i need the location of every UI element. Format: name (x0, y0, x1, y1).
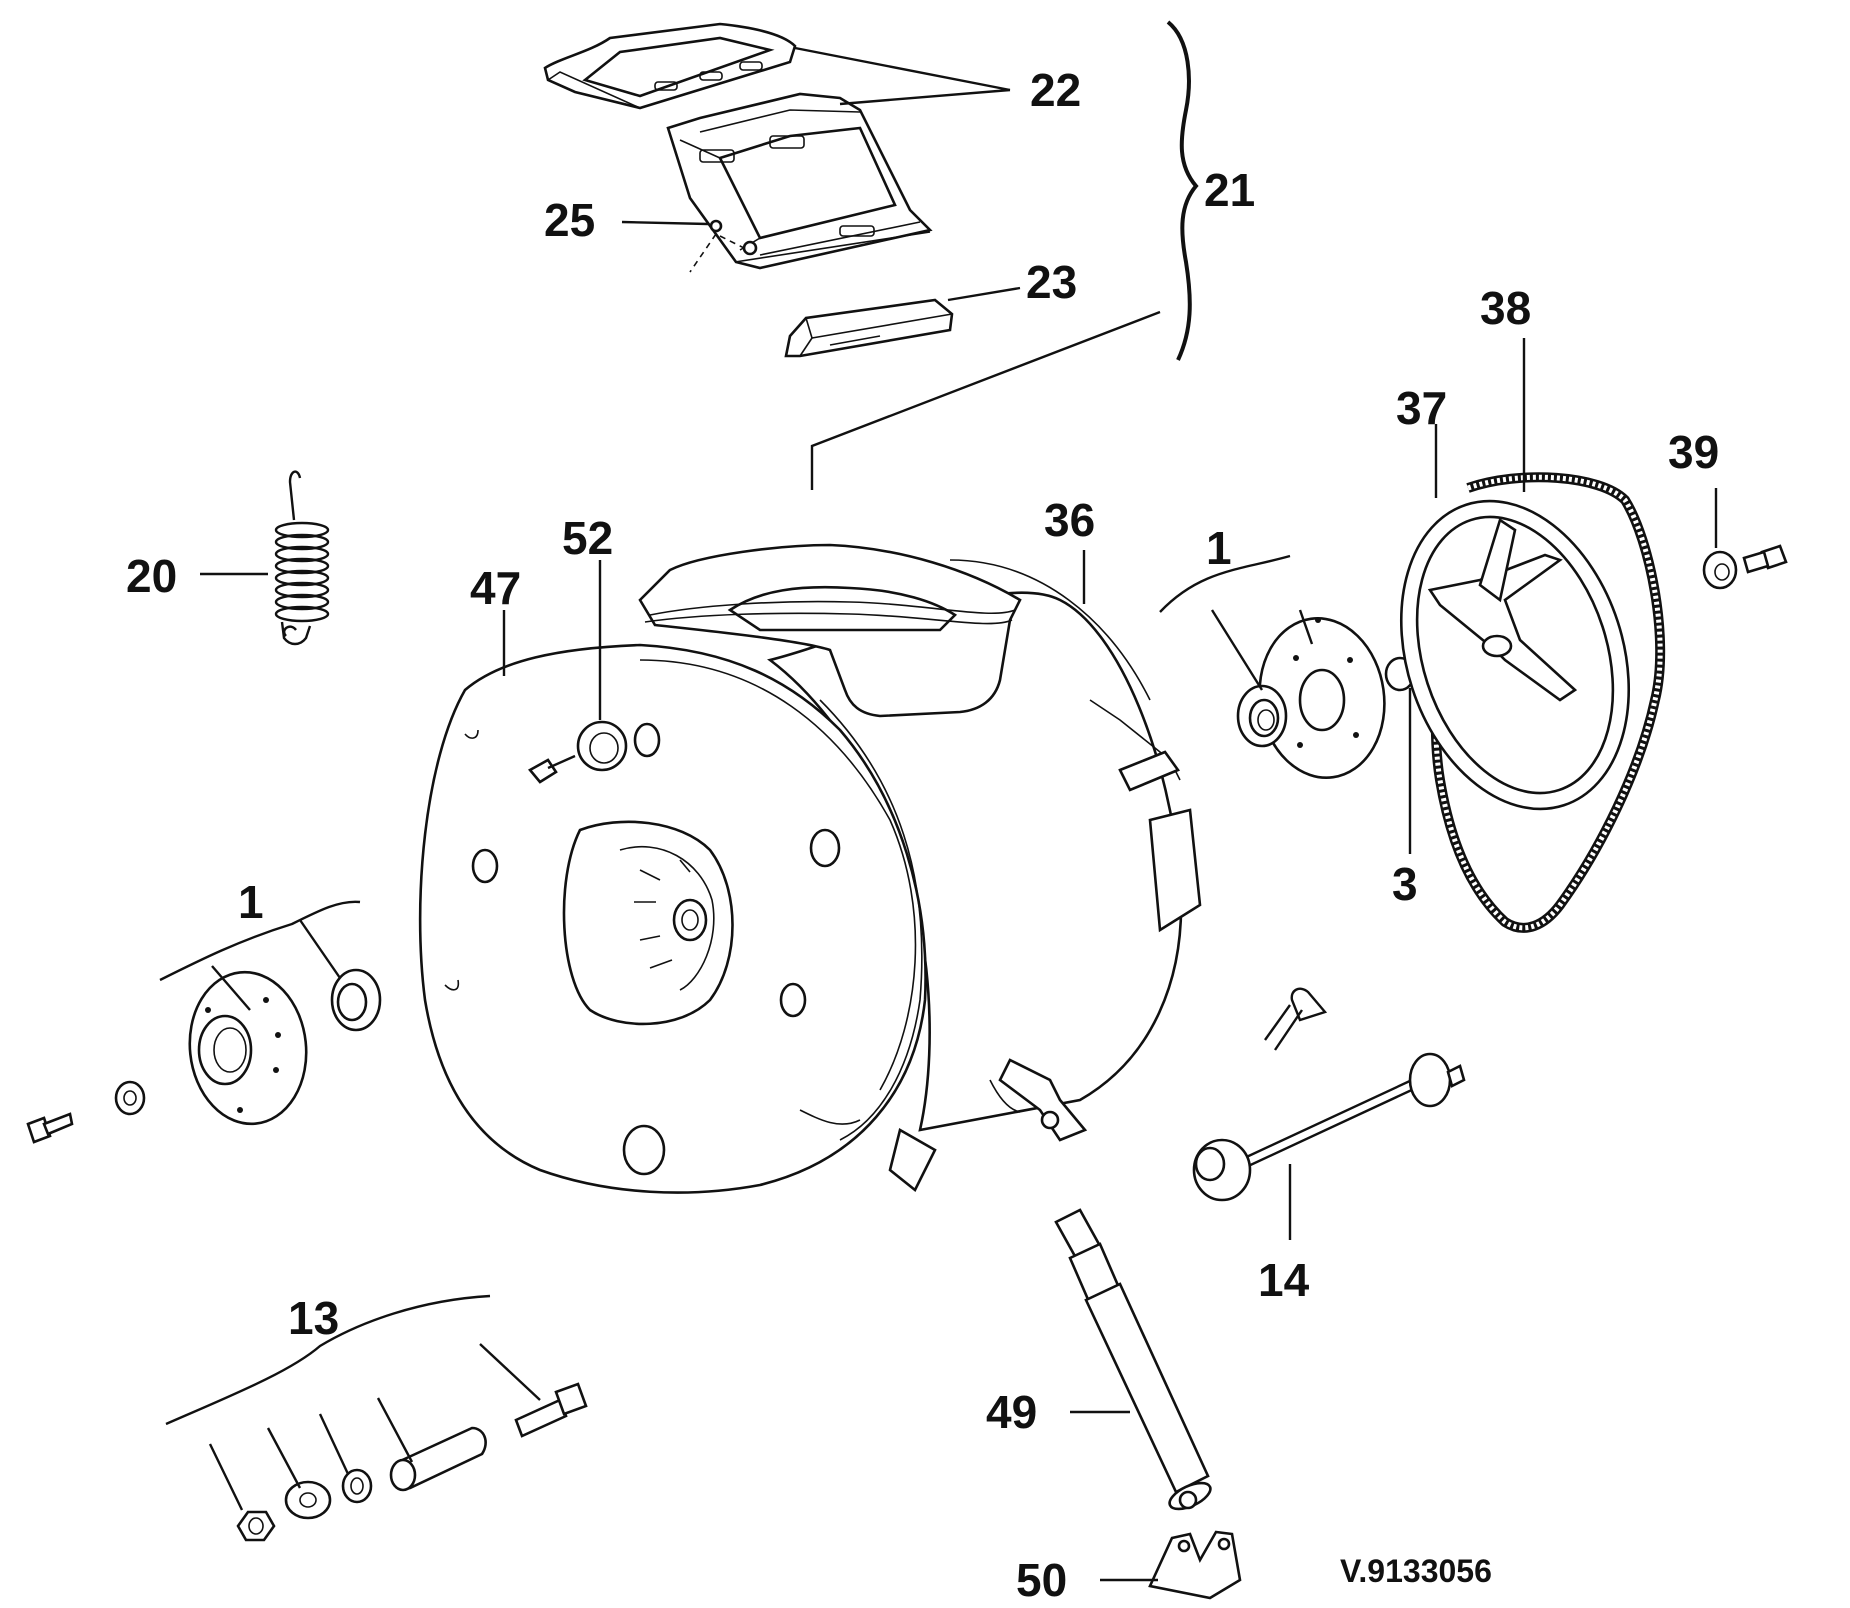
drum-baffle-cover-22-upper (543, 22, 797, 110)
washer-left (114, 1080, 146, 1116)
bearing-flange-left (188, 970, 308, 1126)
drive-pulley-37 (1399, 499, 1631, 811)
callout-52: 52 (562, 512, 613, 564)
seal-ring-52 (576, 720, 628, 772)
callout-22: 22 (1030, 64, 1081, 116)
callout-1-right: 1 (1206, 522, 1232, 574)
callout-25: 25 (544, 194, 595, 246)
bearing-ring-right (1236, 684, 1288, 748)
callout-21: 21 (1204, 164, 1255, 216)
tub-inlet-housing (638, 543, 1022, 718)
callout-14: 14 (1258, 1254, 1310, 1306)
clip-25 (689, 219, 758, 273)
bearing-flange-right (1258, 617, 1386, 779)
callout-20: 20 (126, 550, 177, 602)
callout-37: 37 (1396, 382, 1447, 434)
shock-absorber-49 (1054, 1208, 1212, 1511)
callout-49: 49 (986, 1386, 1037, 1438)
split-pin (1264, 987, 1328, 1051)
callout-23: 23 (1026, 256, 1077, 308)
drive-belt-38 (1430, 472, 1666, 933)
drum-shaft-14 (1192, 1052, 1466, 1202)
callout-36: 36 (1044, 494, 1095, 546)
callout-38: 38 (1480, 282, 1531, 334)
nut-39 (1702, 550, 1738, 590)
callout-47: 47 (470, 562, 521, 614)
leader-lines (159, 46, 1718, 1582)
callout-13: 13 (288, 1292, 339, 1344)
pulley-bolt (1742, 544, 1788, 574)
callout-3: 3 (1392, 858, 1418, 910)
bolt-left (26, 1112, 74, 1144)
wash-tub-47 (418, 559, 1202, 1194)
drawing-reference-code: V.9133056 (1340, 1553, 1492, 1589)
callout-39: 39 (1668, 426, 1719, 478)
baffle-base-23 (784, 298, 954, 358)
callout-1-left: 1 (238, 876, 264, 928)
bearing-ring-left (330, 968, 382, 1032)
mounting-bolt-set-13 (236, 1382, 588, 1542)
callout-50: 50 (1016, 1554, 1067, 1606)
brace-21 (1166, 20, 1199, 361)
drum-baffle-22-lower (666, 92, 933, 270)
bracket-50 (1148, 1530, 1242, 1600)
suspension-spring-20 (274, 470, 330, 646)
callout-labels: 22 21 25 23 38 37 39 52 36 20 47 1 3 1 1… (126, 64, 1719, 1606)
screw-icon (527, 754, 576, 784)
